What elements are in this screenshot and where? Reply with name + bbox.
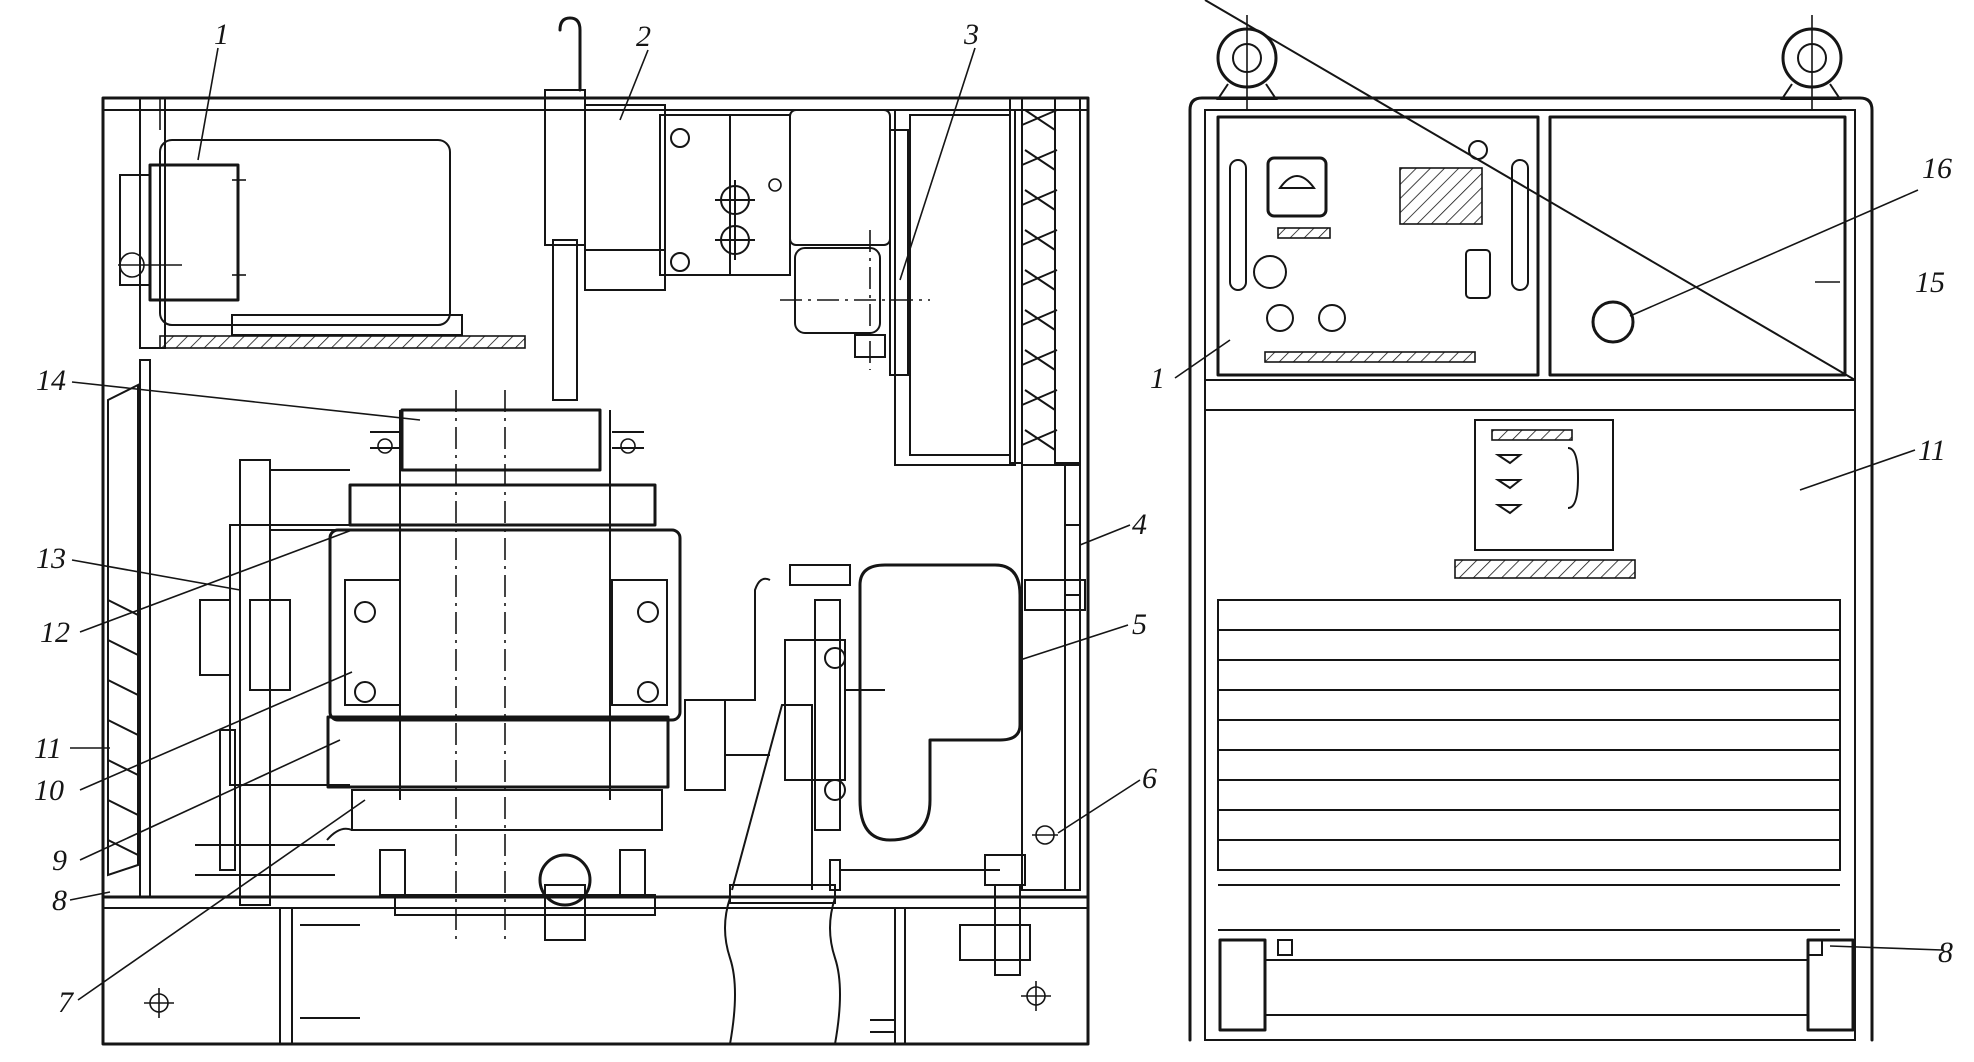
callout-left-1: 1 <box>214 18 229 51</box>
control-panel <box>1216 115 1540 377</box>
vertical-shaft <box>544 16 666 401</box>
callout-left-11: 11 <box>34 732 62 765</box>
callout-left-8: 8 <box>52 884 67 917</box>
right-louvres <box>1009 97 1086 891</box>
callout-left-2: 2 <box>636 20 651 53</box>
callout-left-6: 6 <box>1142 762 1157 795</box>
callout-right-8: 8 <box>1938 936 1953 969</box>
callout-labels: 1 2 3 4 5 6 7 8 9 10 11 12 13 14 1 8 11 … <box>34 18 1953 1019</box>
cabinet-outline <box>101 96 1090 1046</box>
ammeter <box>1266 156 1328 218</box>
access-hole <box>1591 300 1635 344</box>
access-panel <box>1548 115 1847 377</box>
contactor-assembly <box>659 109 1016 466</box>
callout-left-12: 12 <box>40 616 70 649</box>
callout-left-3: 3 <box>963 18 979 51</box>
upper-yoke <box>400 408 602 472</box>
callout-right-16: 16 <box>1922 152 1952 185</box>
side-section-view <box>101 16 1090 1046</box>
front-louvres <box>1217 599 1841 931</box>
lower-yoke <box>326 715 670 789</box>
callout-right-1: 1 <box>1150 362 1165 395</box>
callout-left-7: 7 <box>58 986 75 1019</box>
base-frame <box>144 884 1051 1045</box>
rectifier-unit <box>684 563 1058 976</box>
front-view <box>1188 0 1874 1042</box>
front-cabinet <box>1188 96 1874 1042</box>
callout-left-9: 9 <box>52 844 67 877</box>
switch-knob <box>1253 255 1287 289</box>
left-bracket <box>195 459 350 906</box>
callout-left-13: 13 <box>36 542 66 575</box>
callout-left-14: 14 <box>36 364 66 397</box>
left-louvres <box>107 359 151 898</box>
transformer <box>229 390 682 945</box>
leader-lines <box>69 47 1943 1001</box>
choke-housing <box>858 563 1022 842</box>
front-base <box>1218 938 1855 1032</box>
callout-left-5: 5 <box>1132 608 1147 641</box>
callout-left-4: 4 <box>1132 508 1147 541</box>
nameplate <box>1454 419 1636 579</box>
callout-left-10: 10 <box>34 774 64 807</box>
callout-right-15: 15 <box>1915 266 1945 299</box>
callout-right-11: 11 <box>1918 434 1946 467</box>
control-block <box>118 97 526 349</box>
